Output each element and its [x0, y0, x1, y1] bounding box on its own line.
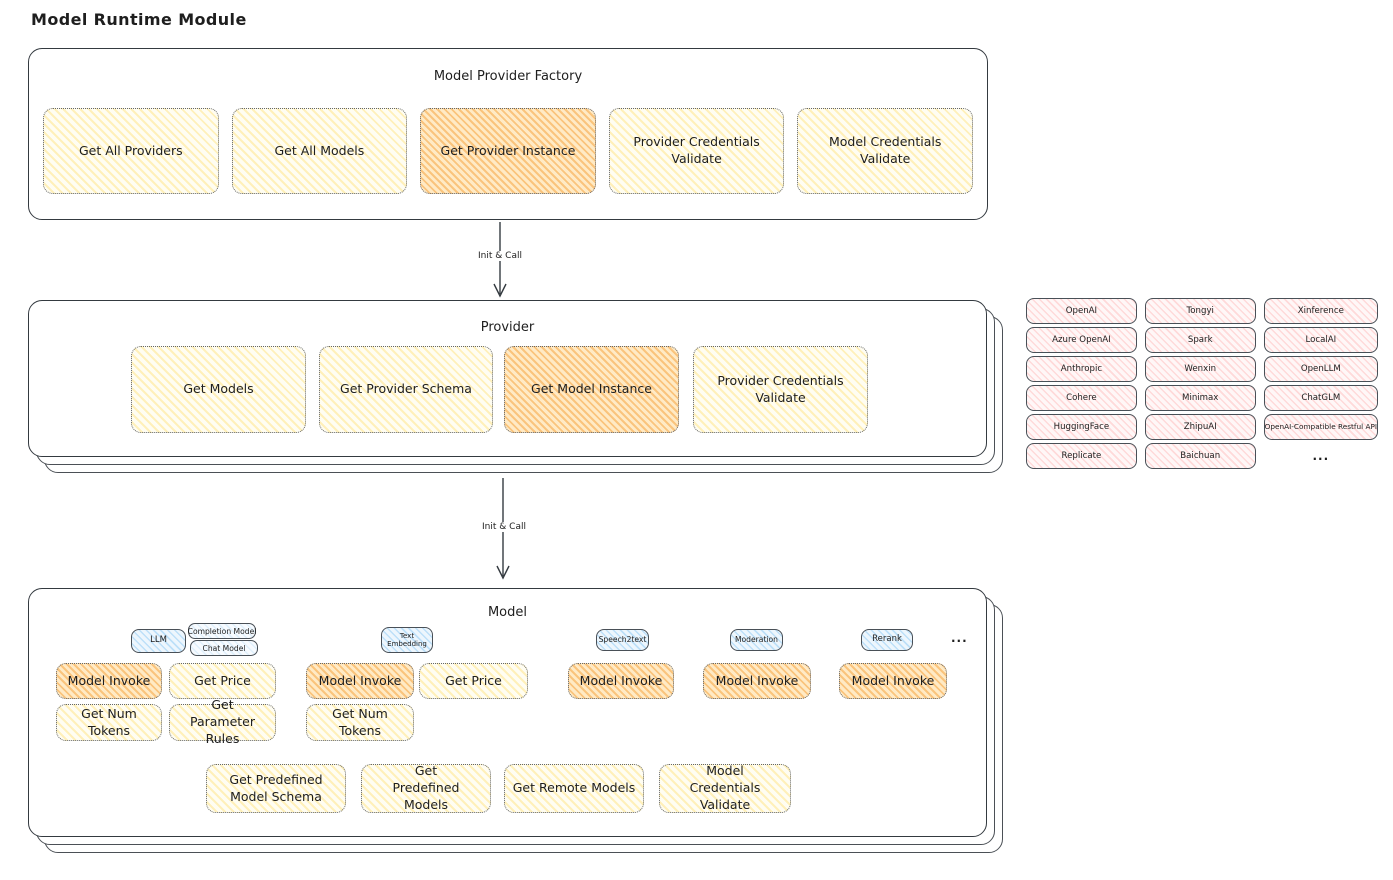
box-model-credentials-validate: Model Credentials Validate — [797, 108, 973, 194]
box-get-all-providers: Get All Providers — [43, 108, 219, 194]
box-get-model-instance: Get Model Instance — [504, 346, 679, 433]
box-get-remote-models: Get Remote Models — [504, 764, 644, 813]
box-get-all-models: Get All Models — [231, 108, 408, 194]
tag-rerank: Rerank — [861, 629, 913, 651]
tag-llm: LLM — [131, 629, 186, 653]
provider-cell-spark: Spark — [1144, 327, 1256, 353]
factory-panel-title: Model Provider Factory — [433, 69, 583, 84]
provider-cell-minimax: Minimax — [1144, 385, 1256, 411]
provider-cell-replicate: Replicate — [1026, 443, 1137, 469]
model-types-ellipsis: ... — [951, 631, 968, 645]
provider-cell-localai: LocalAI — [1263, 327, 1378, 353]
tag-moderation: Moderation — [730, 629, 783, 651]
arrow-label-init-call-2: Init & Call — [478, 522, 530, 532]
providers-grid: OpenAI Tongyi Xinference Azure OpenAI Sp… — [1026, 298, 1378, 469]
box-moderation-model-invoke: Model Invoke — [703, 663, 811, 699]
box-get-provider-schema: Get Provider Schema — [319, 346, 493, 433]
box-get-predefined-model-schema: Get Predefined Model Schema — [206, 764, 346, 813]
provider-cell-xinference: Xinference — [1263, 298, 1378, 324]
provider-cell-zhipuai: ZhipuAI — [1144, 414, 1256, 440]
box-llm-get-num-tokens: Get Num Tokens — [56, 704, 162, 741]
provider-cell-cohere: Cohere — [1026, 385, 1137, 411]
tag-speech2text: Speech2text — [596, 629, 649, 651]
box-provider-credentials-validate: Provider Credentials Validate — [608, 108, 785, 194]
box-embedding-get-price: Get Price — [419, 663, 528, 699]
provider-cell-huggingface: HuggingFace — [1026, 414, 1137, 440]
box-llm-get-parameter-rules: Get Parameter Rules — [169, 697, 276, 746]
box-speech2text-model-invoke: Model Invoke — [568, 663, 674, 699]
box-get-predefined-models: Get Predefined Models — [361, 763, 491, 813]
model-panel: Model LLM Completion Model Chat Model Te… — [28, 588, 987, 837]
box-get-models: Get Models — [131, 346, 306, 433]
model-panel-title: Model — [487, 605, 528, 620]
providers-ellipsis: ... — [1312, 448, 1330, 463]
factory-box-row: Get All Providers Get All Models Get Pro… — [43, 108, 973, 194]
provider-cell-tongyi: Tongyi — [1144, 298, 1256, 324]
factory-panel: Model Provider Factory Get All Providers… — [28, 48, 988, 220]
provider-cell-openai: OpenAI — [1026, 298, 1137, 324]
tag-text-embedding: Text Embedding — [381, 627, 433, 653]
provider-cell-anthropic: Anthropic — [1026, 356, 1137, 382]
provider-cell-azure-openai: Azure OpenAI — [1026, 327, 1137, 353]
arrow-label-init-call-1: Init & Call — [474, 251, 526, 261]
provider-panel-title: Provider — [480, 320, 535, 335]
box-llm-get-price: Get Price — [169, 663, 276, 699]
provider-cell-openai-compatible: OpenAI-Compatible Restful API — [1263, 414, 1378, 440]
provider-cell-baichuan: Baichuan — [1144, 443, 1256, 469]
provider-panel: Provider Get Models Get Provider Schema … — [28, 300, 987, 457]
provider-cell-chatglm: ChatGLM — [1263, 385, 1378, 411]
tag-chat-model: Chat Model — [190, 640, 258, 656]
box-llm-model-invoke: Model Invoke — [56, 663, 162, 699]
box-provider-credentials-validate-2: Provider Credentials Validate — [693, 346, 868, 433]
box-model-credentials-validate-2: Model Credentials Validate — [659, 763, 791, 813]
box-embedding-get-num-tokens: Get Num Tokens — [306, 704, 414, 741]
provider-cell-openllm: OpenLLM — [1263, 356, 1378, 382]
provider-cell-wenxin: Wenxin — [1144, 356, 1256, 382]
page-title: Model Runtime Module — [31, 10, 247, 29]
box-embedding-model-invoke: Model Invoke — [306, 663, 414, 699]
box-rerank-model-invoke: Model Invoke — [839, 663, 947, 699]
box-get-provider-instance: Get Provider Instance — [420, 108, 596, 194]
tag-completion-model: Completion Model — [188, 623, 256, 639]
